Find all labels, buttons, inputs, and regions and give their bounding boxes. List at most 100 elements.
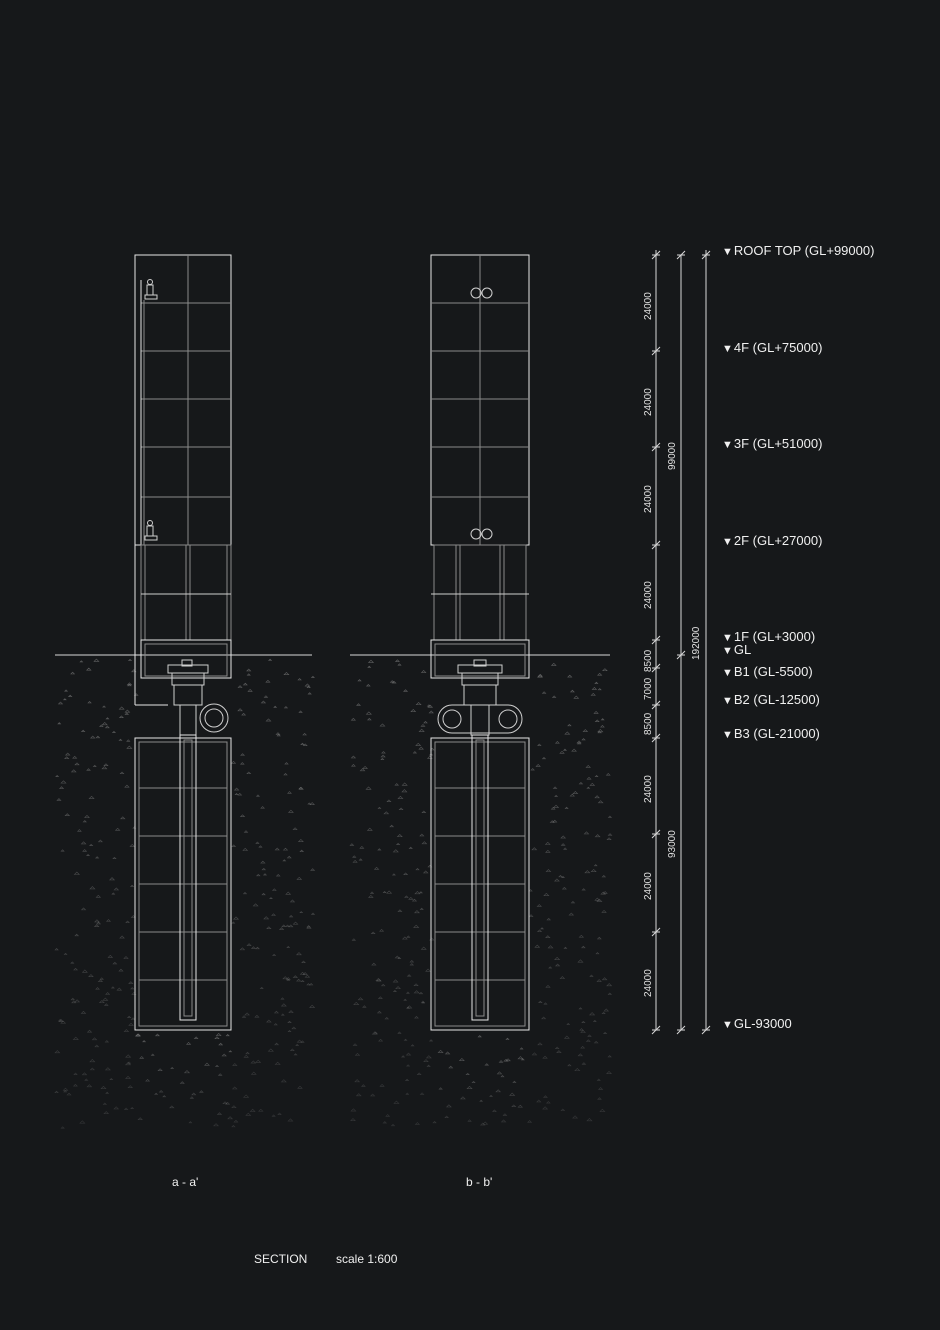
soil-speck [596,1078,601,1081]
soil-speck [467,1119,472,1122]
soil-speck [261,867,267,871]
soil-speck [81,969,88,973]
soil-speck [594,834,601,838]
soil-speck [213,1123,220,1127]
soil-speck [419,1092,425,1095]
soil-speck [80,1010,87,1014]
soil-speck [87,701,92,704]
soil-speck [482,1121,489,1125]
soil-speck [188,1121,193,1124]
soil-speck [602,1031,608,1035]
soil-speck [158,1090,164,1093]
soil-speck [234,792,239,795]
soil-speck [561,886,567,890]
soil-speck [397,795,404,799]
soil-speck [365,786,372,790]
soil-speck [380,983,386,987]
soil-speck [249,1108,256,1112]
soil-speck [379,929,385,932]
soil-speck [545,935,551,938]
soil-speck [304,974,311,978]
upper-floors-a [141,302,231,498]
soil-speck [359,768,366,772]
soil-speck [302,743,308,746]
soil-speck [586,1117,593,1122]
soil-speck [89,1067,95,1071]
soil-speck [128,981,134,984]
soil-speck [57,1019,63,1022]
soil-speck [606,983,613,987]
soil-speck [563,847,568,850]
soil-speck [258,1108,264,1112]
soil-speck [63,952,68,955]
soil-speck [91,1037,98,1041]
soil-speck [81,1072,88,1076]
soil-speck [389,680,395,683]
soil-speck [232,1063,238,1066]
soil-speck [298,710,303,713]
soil-speck [423,720,428,724]
lower-shaft-a [134,737,232,1031]
soil-speck [366,717,372,721]
soil-speck [401,789,408,793]
soil-speck [240,753,246,756]
soil-speck [130,915,136,918]
soil-speck [406,1064,411,1067]
soil-speck [607,992,612,995]
soil-speck [370,1093,376,1097]
soil-speck [287,809,294,813]
soil-speck [262,873,268,876]
soil-speck [567,674,573,678]
soil-speck [379,1083,385,1087]
soil-speck [599,725,605,728]
soil-speck [559,750,565,754]
soil-speck [423,1059,429,1062]
soil-speck [157,1068,163,1071]
soil-speck [242,847,249,851]
soil-speck [597,1087,604,1090]
soil-speck [352,1043,358,1046]
soil-speck [421,1001,426,1004]
soil-speck [95,894,102,898]
soil-speck [392,989,397,992]
lower-floors-b [435,787,525,981]
soil-speck [572,1115,579,1119]
soil-speck [145,1078,151,1082]
soil-speck [293,1053,298,1056]
soil-speck [288,924,294,928]
soil-speck [266,1019,272,1023]
soil-speck [381,751,386,754]
dim-segment-1: 24000 [643,292,654,320]
level-3f: ▼3F (GL+51000) [722,436,823,452]
soil-speck [597,1097,602,1100]
soil-speck [101,766,108,770]
soil-speck [191,1092,197,1096]
soil-speck [352,855,357,858]
soil-speck [594,775,599,777]
soil-speck [596,979,602,982]
soil-speck [107,954,114,958]
soil-speck [528,914,534,917]
soil-speck [306,983,311,986]
soil-speck [410,709,417,712]
soil-speck [519,1047,524,1050]
soil-speck [554,1046,560,1050]
soil-speck [310,912,316,915]
soil-speck [373,1031,378,1034]
soil-speck [418,746,424,750]
soil-speck [282,847,289,851]
soil-speck [425,968,431,972]
soil-speck [101,722,108,726]
soil-speck [55,774,60,777]
soil-speck [86,768,91,771]
soil-speck [287,1118,294,1122]
soil-speck [597,672,603,676]
soil-speck [227,1116,233,1120]
soil-speck [362,765,369,769]
soil-speck [189,1096,195,1099]
soil-speck [567,1063,572,1067]
soil-speck [247,689,253,692]
soil-speck [500,1119,507,1123]
soil-speck [545,869,552,872]
soil-speck [597,800,604,804]
